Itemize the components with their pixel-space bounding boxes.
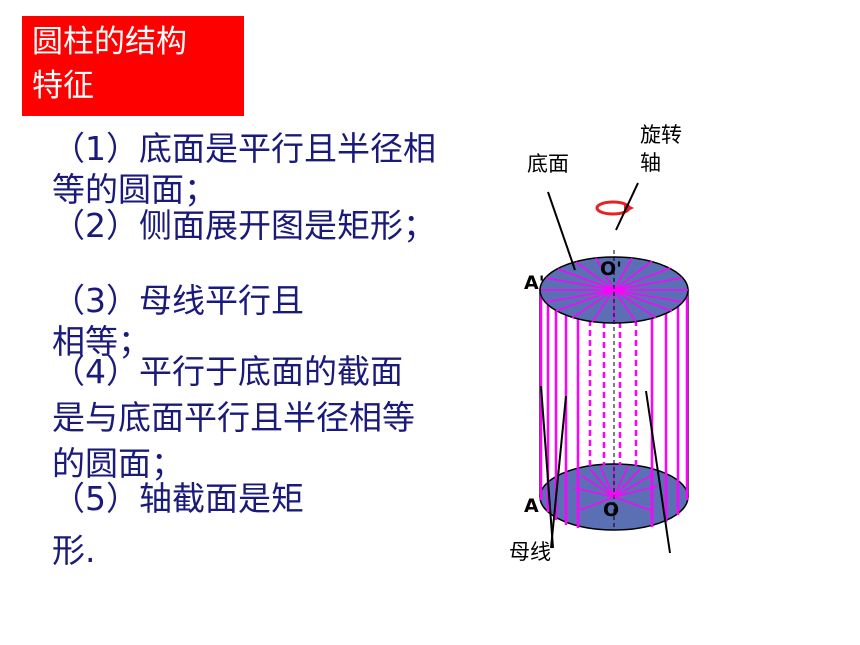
feature-3-line-1: （3）母线平行且: [52, 281, 304, 320]
title-line-1: 圆柱的结构: [32, 24, 187, 60]
label-axis-line-1: 旋转: [640, 123, 682, 147]
label-generatrix: 母线: [509, 540, 551, 564]
top-face-radii: [541, 257, 688, 323]
axis-leader-line: [615, 182, 639, 231]
point-o: O: [603, 499, 620, 521]
generatrix-leader-line-2: [550, 395, 567, 549]
point-a: A: [524, 495, 539, 517]
feature-4-line-2: 是与底面平行且半径相等: [52, 398, 415, 437]
feature-1-line-2: 等的圆面；: [52, 170, 217, 209]
feature-1-line-1: （1）底面是平行且半径相: [52, 129, 436, 168]
right-leader-line: [645, 390, 671, 554]
title-text: 圆柱的结构 特征: [32, 20, 187, 108]
feature-2-line-1: （2）侧面展开图是矩形；: [52, 206, 436, 245]
point-o-prime: O': [600, 258, 622, 280]
point-a-prime: A': [524, 272, 545, 294]
feature-5-line-1: （5）轴截面是矩: [52, 479, 304, 518]
generatrix-leader-line-1: [540, 385, 554, 549]
label-base: 底面: [527, 152, 569, 176]
feature-4-line-3: 的圆面；: [52, 444, 184, 483]
base-leader-line: [547, 191, 576, 271]
hidden-generatrix-lines: [588, 320, 638, 468]
title-line-2: 特征: [32, 68, 94, 104]
label-axis-line-2: 轴: [640, 151, 661, 175]
title-box: 圆柱的结构 特征: [22, 16, 244, 116]
feature-3-line-2: 相等；: [52, 322, 151, 361]
feature-4-line-1: （4）平行于底面的截面: [52, 352, 403, 391]
feature-5-line-2: 形.: [52, 531, 96, 570]
